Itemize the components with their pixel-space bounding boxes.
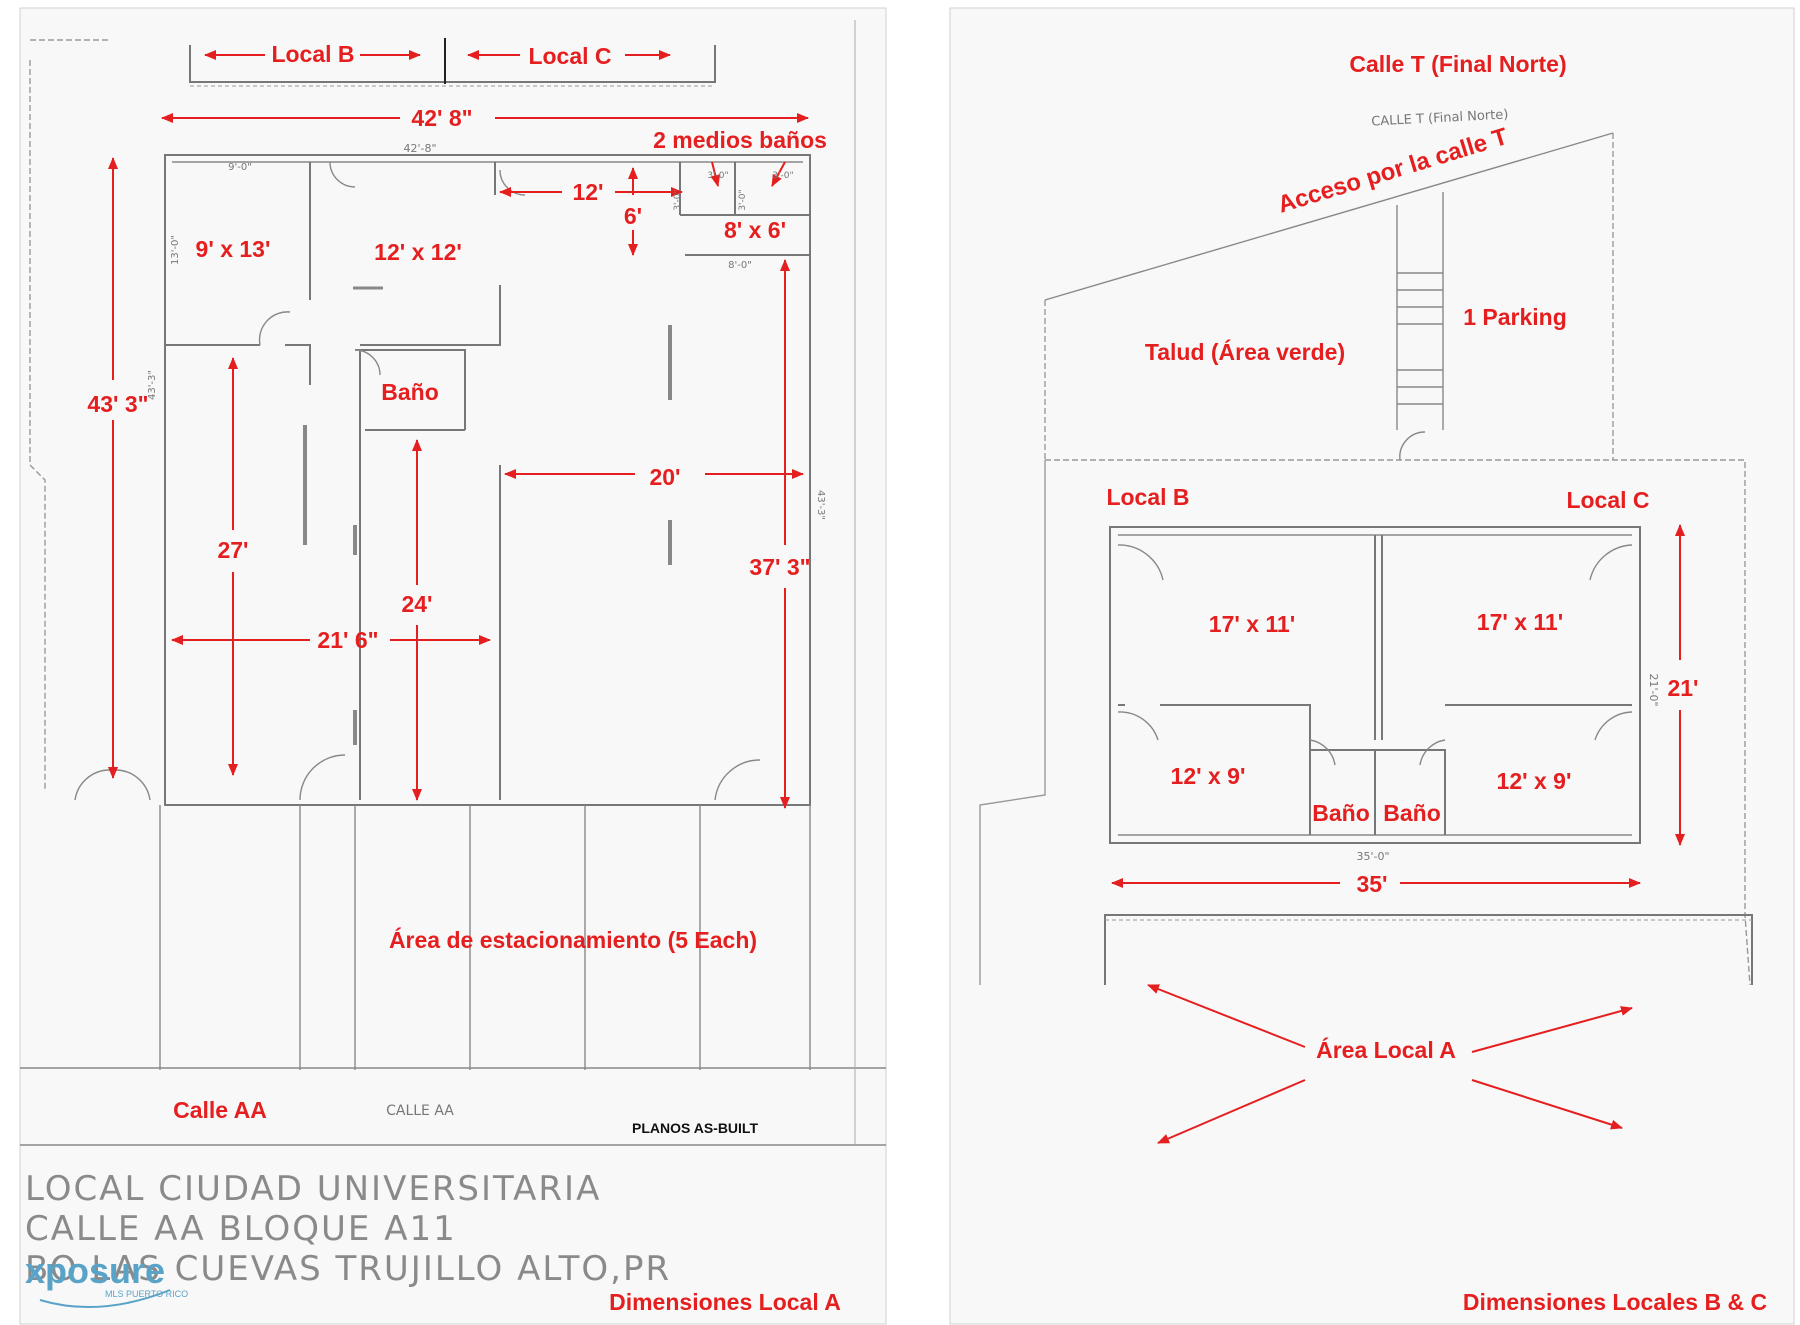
label-medios-banos: 2 medios baños bbox=[653, 127, 827, 153]
label-calle-t: Calle T (Final Norte) bbox=[1349, 51, 1566, 77]
dim-27: 27' bbox=[217, 537, 248, 563]
pencil-calle-aa: CALLE AA bbox=[386, 1103, 454, 1119]
dim-37-3: 37' 3" bbox=[749, 554, 810, 580]
logo-name: xposure bbox=[25, 1250, 165, 1291]
label-area-local-a: Área Local A bbox=[1316, 1036, 1456, 1063]
room-12x12: 12' x 12' bbox=[374, 239, 462, 265]
banos-walls bbox=[1310, 749, 1446, 835]
pencil-8: 8'-0" bbox=[728, 260, 752, 271]
room-9x13: 9' x 13' bbox=[196, 236, 271, 262]
room-bano: Baño bbox=[381, 379, 439, 405]
xposure-logo: xposure MLS PUERTO RICO bbox=[25, 1250, 188, 1309]
pencil-9: 9'-0" bbox=[228, 162, 252, 173]
pencil-43-left: 43'-3" bbox=[147, 370, 158, 400]
pencil-calle-t: CALLE T (Final Norte) bbox=[1371, 107, 1509, 129]
title-line-3: BO LAS CUEVAS TRUJILLO ALTO,PR bbox=[25, 1249, 671, 1289]
title-line-2: CALLE AA BLOQUE A11 bbox=[25, 1209, 457, 1249]
left-dimension-arrows bbox=[108, 50, 809, 809]
label-local-b-top: Local B bbox=[271, 41, 354, 67]
room-c-main: 17' x 11' bbox=[1477, 609, 1563, 635]
label-planos-as-built: PLANOS AS-BUILT bbox=[632, 1120, 758, 1136]
pencil-13: 13'-0" bbox=[170, 235, 181, 265]
dim-21: 21' bbox=[1667, 675, 1698, 701]
label-local-c-top: Local C bbox=[528, 43, 611, 69]
label-parking-area: Área de estacionamiento (5 Each) bbox=[389, 926, 757, 953]
dim-43-3: 43' 3" bbox=[87, 391, 148, 417]
room-8x6: 8' x 6' bbox=[724, 217, 786, 243]
stairs-steps bbox=[1397, 272, 1443, 405]
dim-21-6: 21' 6" bbox=[317, 627, 378, 653]
room-bano-b: Baño bbox=[1312, 800, 1370, 826]
room-b-main: 17' x 11' bbox=[1209, 611, 1295, 637]
access-slope-line bbox=[1044, 132, 1614, 301]
logo-sub: MLS PUERTO RICO bbox=[105, 1289, 188, 1299]
left-floor-plan bbox=[20, 20, 886, 1146]
dim-24: 24' bbox=[401, 591, 432, 617]
room-b-small: 12' x 9' bbox=[1171, 763, 1246, 789]
lot-boundary bbox=[1045, 459, 1751, 986]
stairs-sides bbox=[1396, 192, 1444, 430]
room-bano-c: Baño bbox=[1383, 800, 1441, 826]
pencil-3-c: 3'-0" bbox=[738, 189, 748, 210]
label-calle-aa: Calle AA bbox=[173, 1097, 267, 1123]
top-exterior-wall bbox=[189, 45, 716, 83]
label-1-parking: 1 Parking bbox=[1463, 304, 1567, 330]
pencil-21: 21'-0" bbox=[1647, 673, 1660, 706]
left-fence bbox=[29, 60, 46, 790]
caption-local-a: Dimensiones Local A bbox=[609, 1289, 841, 1315]
pencil-3-b: 3'-0" bbox=[707, 171, 728, 181]
label-local-c: Local C bbox=[1566, 487, 1649, 513]
bano-walls bbox=[355, 349, 466, 800]
pencil-43-right: 43'-3" bbox=[815, 490, 826, 520]
locales-bc-outer-wall bbox=[1109, 526, 1641, 844]
label-talud: Talud (Área verde) bbox=[1145, 338, 1345, 365]
dim-35: 35' bbox=[1356, 871, 1387, 897]
locales-divider bbox=[1374, 535, 1383, 740]
lower-exterior-wall bbox=[1104, 914, 1753, 985]
label-local-b: Local B bbox=[1106, 484, 1189, 510]
right-floor-plan bbox=[979, 132, 1753, 986]
room-c-small: 12' x 9' bbox=[1497, 768, 1572, 794]
right-sheet bbox=[949, 7, 1795, 1325]
pencil-width: 42'-8" bbox=[403, 142, 436, 155]
right-dimension-arrows bbox=[1111, 524, 1685, 1144]
dim-12: 12' bbox=[572, 179, 603, 205]
pencil-35: 35'-0" bbox=[1356, 850, 1389, 863]
dim-width-total: 42' 8" bbox=[411, 105, 472, 131]
caption-locales-bc: Dimensiones Locales B & C bbox=[1463, 1289, 1767, 1315]
dim-6: 6' bbox=[624, 203, 642, 229]
dim-20: 20' bbox=[649, 464, 680, 490]
title-line-1: LOCAL CIUDAD UNIVERSITARIA bbox=[25, 1169, 601, 1209]
pencil-3-a: 3'-0" bbox=[673, 189, 683, 210]
parking-stalls bbox=[159, 805, 811, 1070]
pencil-3-d: 3'-0" bbox=[772, 171, 793, 181]
